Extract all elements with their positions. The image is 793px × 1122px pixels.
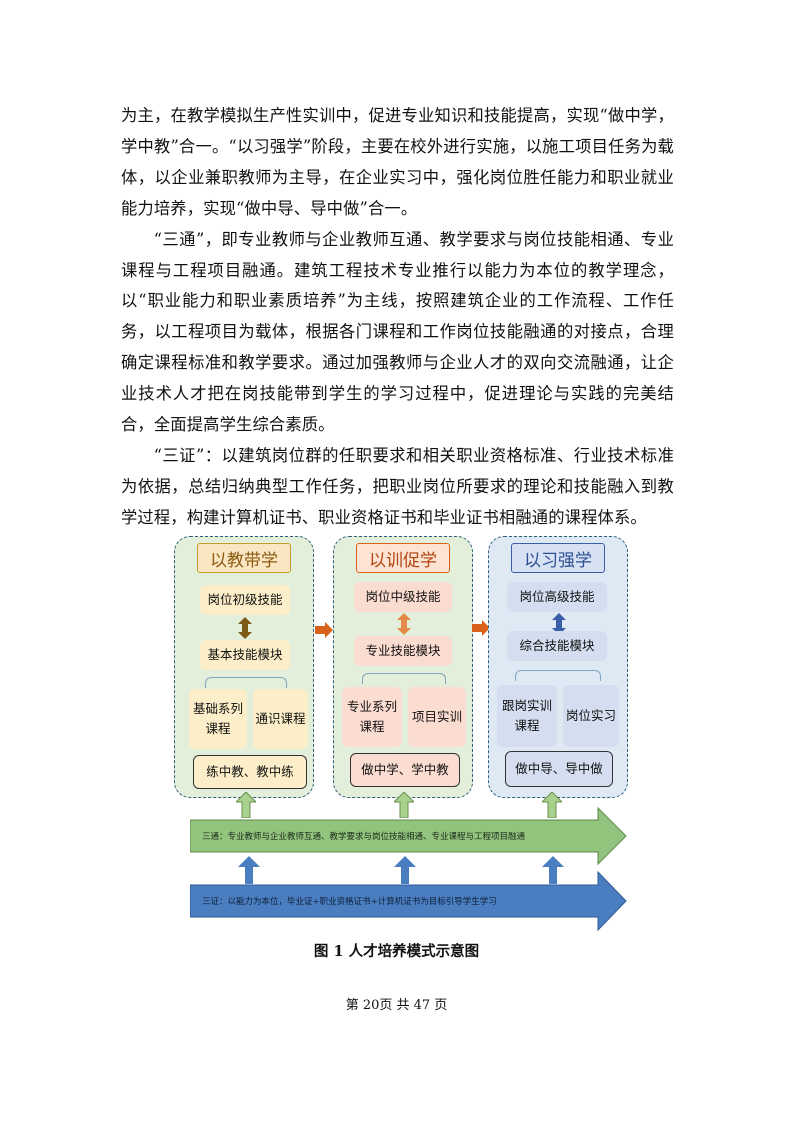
right-course-box: 岗位实习: [563, 685, 619, 747]
paragraph-2: “三通”，即专业教师与企业教师互通、教学要求与岗位技能相通、专业课程与工程项目融…: [121, 229, 674, 435]
column-title: 以习强学: [511, 543, 605, 573]
page-footer: 第 20页 共 47 页: [345, 998, 448, 1013]
up-arrow-icon: [238, 856, 260, 884]
bottom-method-box: 练中教、教中练: [193, 755, 307, 789]
up-arrow-icon: [542, 792, 562, 818]
column-title: 以教带学: [197, 543, 291, 573]
bottom-method-box: 做中学、学中教: [350, 753, 460, 787]
right-arrow-icon: [472, 620, 490, 636]
blue-band-text: 三证：以能力为本位，毕业证+职业资格证书+计算机证书为目标引导学生学习: [202, 897, 497, 907]
module-box: 综合技能模块: [507, 631, 607, 661]
up-arrow-icon: [236, 792, 256, 818]
talent-training-diagram: 以教带学 岗位初级技能 基本技能模块 基础系列课程 通识课程 练中教、教中练 以…: [170, 536, 640, 936]
module-box: 基本技能模块: [200, 640, 290, 670]
top-skill-box: 岗位中级技能: [354, 582, 452, 612]
green-band-text: 三通：专业教师与企业教师互通、教学要求与岗位技能相通、专业课程与工程项目融通: [202, 832, 526, 842]
right-arrow-icon: [315, 622, 333, 638]
double-arrow-icon: [237, 617, 253, 639]
up-arrow-icon: [394, 856, 416, 884]
figure-caption: 图 1 人才培养模式示意图: [313, 943, 480, 960]
column-teach: 以教带学 岗位初级技能 基本技能模块 基础系列课程 通识课程 练中教、教中练: [174, 536, 314, 798]
body-text: 为主，在教学模拟生产性实训中，促进专业知识和技能提高，实现“做中学，学中教”合一…: [121, 101, 674, 534]
column-practice: 以习强学 岗位高级技能 综合技能模块 跟岗实训课程 岗位实习 做中导、导中做: [488, 536, 628, 798]
up-arrow-icon: [542, 856, 564, 884]
double-arrow-icon: [396, 613, 412, 635]
green-band-arrow-shape: [190, 806, 627, 866]
left-course-box: 专业系列课程: [342, 687, 402, 747]
paragraph-3: “三证”：以建筑岗位群的任职要求和相关职业资格标准、行业技术标准为依据，总结归纳…: [121, 445, 674, 527]
double-arrow-icon: [551, 613, 567, 635]
column-title: 以训促学: [356, 543, 450, 573]
left-course-box: 基础系列课程: [189, 689, 247, 749]
up-arrow-icon: [394, 792, 414, 818]
top-skill-box: 岗位高级技能: [507, 582, 607, 612]
top-skill-box: 岗位初级技能: [200, 585, 290, 615]
right-course-box: 项目实训: [408, 687, 466, 747]
right-course-box: 通识课程: [253, 689, 308, 749]
column-train: 以训促学 岗位中级技能 专业技能模块 专业系列课程 项目实训 做中学、学中教: [333, 536, 473, 798]
blue-band-arrow-shape: [190, 870, 627, 932]
bottom-method-box: 做中导、导中做: [505, 751, 613, 787]
module-box: 专业技能模块: [354, 636, 452, 666]
paragraph-1: 为主，在教学模拟生产性实训中，促进专业知识和技能提高，实现“做中学，学中教”合一…: [121, 106, 674, 218]
bracket-connector: [205, 677, 287, 688]
left-course-box: 跟岗实训课程: [497, 685, 557, 747]
bracket-connector: [515, 670, 601, 681]
bracket-connector: [362, 673, 446, 684]
